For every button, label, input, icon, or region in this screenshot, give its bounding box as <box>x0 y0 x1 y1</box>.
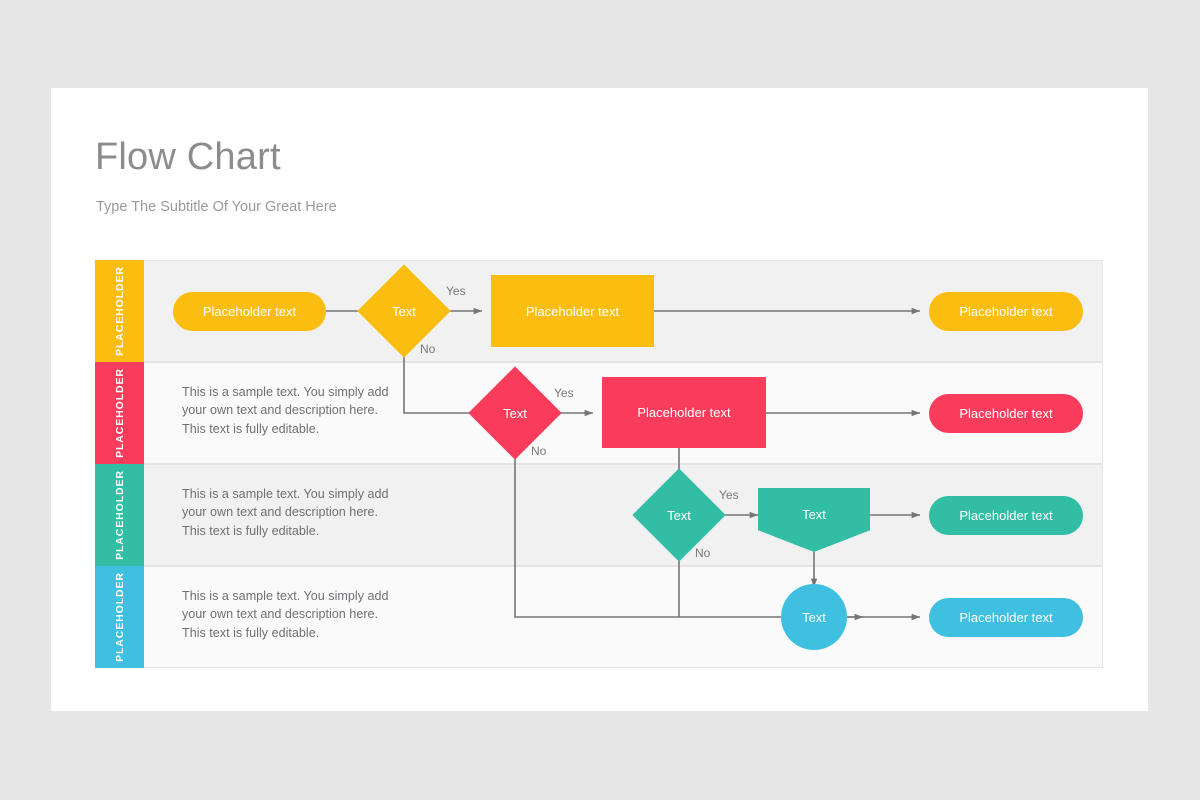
connector-r1-decision-no <box>403 344 484 417</box>
node-r4-end[interactable]: Placeholder text <box>929 598 1083 637</box>
node-r3-decision[interactable]: Text <box>632 468 726 562</box>
node-label: Text <box>802 609 826 625</box>
connector-r2-decision-no <box>514 446 864 621</box>
node-r2-process[interactable]: Placeholder text <box>602 377 766 448</box>
node-label: Text <box>503 405 527 421</box>
flow-diagram-layer: Placeholder text Text Placeholder text P… <box>95 260 1103 668</box>
page-subtitle: Type The Subtitle Of Your Great Here <box>96 199 337 215</box>
node-r2-decision[interactable]: Text <box>468 366 562 460</box>
flowchart-table: PLACEHOLDER PLACEHOLDER This is a sample… <box>95 260 1103 668</box>
edge-label-r3-no: No <box>695 546 711 560</box>
node-r1-start[interactable]: Placeholder text <box>173 292 326 331</box>
edge-label-r2-no: No <box>531 444 547 458</box>
node-label: Placeholder text <box>525 303 620 319</box>
node-label: Placeholder text <box>959 610 1053 625</box>
node-label: Placeholder text <box>959 508 1053 523</box>
edge-label-r2-yes: Yes <box>554 386 574 400</box>
row-tab-3[interactable]: PLACEHOLDER <box>95 464 144 566</box>
row-description: This is a sample text. You simply add yo… <box>182 385 389 436</box>
edge-label-r1-yes: Yes <box>446 284 466 298</box>
node-label: Text <box>392 303 416 319</box>
node-r1-decision[interactable]: Text <box>357 264 451 358</box>
node-r2-end[interactable]: Placeholder text <box>929 394 1083 433</box>
row-tab-2[interactable]: PLACEHOLDER <box>95 362 144 464</box>
node-label: Text <box>802 506 826 522</box>
row-description: This is a sample text. You simply add yo… <box>182 589 389 640</box>
node-label: Text <box>667 507 691 523</box>
edge-label-r3-yes: Yes <box>719 488 739 502</box>
row-description: This is a sample text. You simply add yo… <box>182 487 389 538</box>
table-row: PLACEHOLDER This is a sample text. You s… <box>95 464 1103 566</box>
node-r1-process[interactable]: Placeholder text <box>491 275 654 347</box>
slide-canvas: Flow Chart Type The Subtitle Of Your Gre… <box>51 88 1148 711</box>
edge-label-r1-no: No <box>420 342 436 356</box>
node-r1-end[interactable]: Placeholder text <box>929 292 1083 331</box>
node-label: Placeholder text <box>959 406 1053 421</box>
node-r4-node[interactable]: Text <box>781 584 847 650</box>
connector-lines <box>326 307 921 621</box>
node-label: Placeholder text <box>637 405 731 420</box>
row-tab-4[interactable]: PLACEHOLDER <box>95 566 144 668</box>
node-r3-end[interactable]: Placeholder text <box>929 496 1083 535</box>
node-label: Placeholder text <box>202 304 297 319</box>
page-title: Flow Chart <box>95 136 281 178</box>
row-tab-1[interactable]: PLACEHOLDER <box>95 260 144 362</box>
node-label: Placeholder text <box>959 304 1053 319</box>
